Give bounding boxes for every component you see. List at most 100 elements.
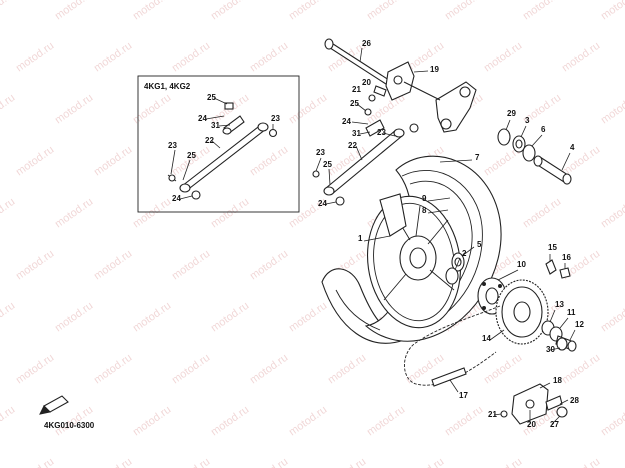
callout-23: 23 (377, 128, 386, 137)
watermark-text: motod.ru (170, 456, 212, 468)
watermark-text: motod.ru (599, 300, 625, 335)
callout-13: 13 (555, 300, 564, 309)
watermark-text: motod.ru (0, 0, 17, 22)
callout-14: 14 (482, 334, 491, 343)
callout-12: 12 (575, 320, 584, 329)
callout-24: 24 (198, 114, 207, 123)
callout-26: 26 (362, 39, 371, 48)
callout-24: 24 (318, 199, 327, 208)
watermark-text: motod.ru (248, 248, 290, 283)
reference-code: 4KG010-6300 (44, 421, 95, 430)
stud-15-nut-16 (545, 254, 571, 279)
watermark-text: motod.ru (131, 92, 173, 127)
watermark-text: motod.ru (599, 0, 625, 22)
watermark-text: motod.ru (560, 456, 602, 468)
watermark-text: motod.ru (209, 0, 251, 22)
watermark-text: motod.ru (53, 0, 95, 22)
watermark-text: motod.ru (14, 144, 56, 179)
watermark-text: motod.ru (14, 40, 56, 75)
watermark-text: motod.ru (365, 404, 407, 439)
callout-31: 31 (211, 121, 220, 130)
watermark-text: motod.ru (482, 456, 524, 468)
callout-16: 16 (562, 253, 571, 262)
watermark-text: motod.ru (443, 404, 485, 439)
watermark-text: motod.ru (14, 456, 56, 468)
callout-21: 21 (352, 85, 361, 94)
callout-30: 30 (546, 345, 555, 354)
spacers-11-12-13-30 (541, 309, 577, 352)
watermark-text: motod.ru (14, 248, 56, 283)
callout-31: 31 (352, 129, 361, 138)
callout-2: 2 (462, 249, 467, 258)
callout-5: 5 (477, 240, 482, 249)
watermark-text: motod.ru (560, 40, 602, 75)
drive-chain-17 (404, 305, 501, 393)
callout-23: 23 (271, 114, 280, 123)
callout-8: 8 (422, 206, 427, 215)
inset-rod-22 (167, 102, 278, 200)
watermark-text: motod.ru (0, 196, 17, 231)
watermark-text: motod.ru (482, 352, 524, 387)
bearings-5-2 (445, 246, 475, 285)
watermark-text: motod.ru (131, 196, 173, 231)
callout-22: 22 (205, 136, 214, 145)
watermark-text: motod.ru (521, 0, 563, 22)
watermark-text: motod.ru (92, 248, 134, 283)
front-arrow-icon (39, 395, 69, 415)
watermark-text: motod.ru (53, 92, 95, 127)
watermark-text: motod.ru (131, 404, 173, 439)
callout-23: 23 (168, 141, 177, 150)
watermark-text: motod.ru (599, 196, 625, 231)
inset-title: 4KG1, 4KG2 (144, 82, 191, 91)
callout-21: 21 (488, 410, 497, 419)
watermark-text: motod.ru (482, 40, 524, 75)
callout-7: 7 (475, 153, 480, 162)
callout-23: 23 (316, 148, 325, 157)
callout-24: 24 (342, 117, 351, 126)
watermark-text: motod.ru (0, 300, 17, 335)
watermark-text: motod.ru (209, 196, 251, 231)
watermark-text: motod.ru (209, 300, 251, 335)
watermark-text: motod.ru (248, 144, 290, 179)
chain-puller-lower (493, 382, 569, 425)
watermark-text: motod.ru (0, 404, 17, 439)
chain-puller-19 (368, 61, 429, 102)
callout-24: 24 (172, 194, 181, 203)
brake-arm (403, 81, 477, 133)
watermark-text: motod.ru (248, 40, 290, 75)
watermark-text: motod.ru (326, 456, 368, 468)
callout-11: 11 (567, 308, 576, 317)
callout-28: 28 (570, 396, 579, 405)
watermark-text: motod.ru (599, 92, 625, 127)
callout-25: 25 (187, 151, 196, 160)
callout-18: 18 (553, 376, 562, 385)
callout-3: 3 (525, 116, 530, 125)
callout-25: 25 (350, 99, 359, 108)
watermark-text: motod.ru (287, 300, 329, 335)
watermark-text: motod.ru (599, 404, 625, 439)
callout-10: 10 (517, 260, 526, 269)
callout-4: 4 (570, 143, 575, 152)
watermark-text: motod.ru (521, 196, 563, 231)
watermark-text: motod.ru (53, 300, 95, 335)
callout-19: 19 (430, 65, 439, 74)
watermark-text: motod.ru (404, 456, 446, 468)
callout-25: 25 (323, 160, 332, 169)
inset-leaders (170, 97, 274, 200)
callout-9: 9 (422, 194, 427, 203)
callout-20: 20 (362, 78, 371, 87)
watermark-text: motod.ru (248, 456, 290, 468)
watermark-text: motod.ru (326, 352, 368, 387)
watermark-text: motod.ru (14, 352, 56, 387)
inset-frame (137, 75, 300, 213)
watermark-text: motod.ru (170, 248, 212, 283)
watermark-text: motod.ru (287, 92, 329, 127)
watermark-text: motod.ru (92, 456, 134, 468)
watermark-text: motod.ru (131, 0, 173, 22)
sprocket-14 (489, 279, 549, 345)
watermark-text: motod.ru (131, 300, 173, 335)
watermark-text: motod.ru (248, 352, 290, 387)
